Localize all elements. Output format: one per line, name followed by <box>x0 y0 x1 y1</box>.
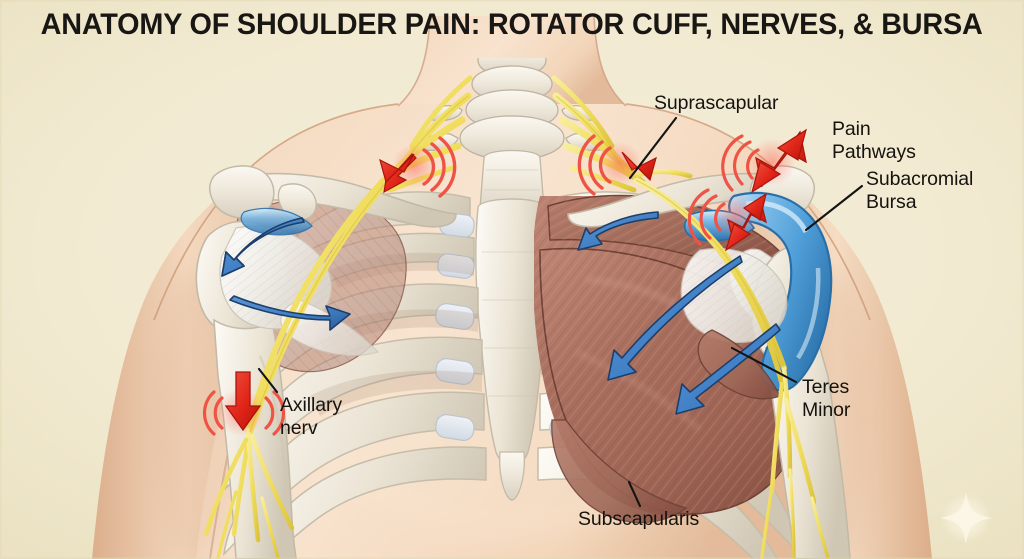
arrow-right-mid <box>607 255 743 381</box>
leader-suprascapular <box>628 116 678 180</box>
leader-axillary-nerve <box>257 367 279 394</box>
leader-lines <box>257 116 864 508</box>
arrow-left-sup-2 <box>229 295 351 331</box>
leader-subacromial-bursa <box>804 184 864 232</box>
arrow-left-sup-1 <box>221 217 305 277</box>
label-subscapularis: Subscapularis <box>578 508 700 530</box>
pain-indicators <box>203 128 807 436</box>
motion-arrows <box>221 211 781 415</box>
leader-subscapularis <box>627 480 642 508</box>
label-subacromial-bursa: Subacromial Bursa <box>866 168 974 213</box>
label-axillary-nerve: Axillary nerv <box>280 394 343 439</box>
label-pain-pathways: Pain Pathways <box>832 118 916 163</box>
leader-teres-minor <box>730 346 798 384</box>
label-suprascapular: Suprascapular <box>654 92 779 114</box>
label-teres-minor: Teres Minor <box>802 376 851 421</box>
arrow-right-sup <box>577 211 659 251</box>
pain-burst-acromion <box>721 128 807 194</box>
pain-burst-axillary <box>203 371 285 436</box>
sparkle-watermark <box>940 492 992 544</box>
pain-burst-left-plexus <box>379 136 457 198</box>
pain-burst-rotator-cuff <box>687 188 767 252</box>
